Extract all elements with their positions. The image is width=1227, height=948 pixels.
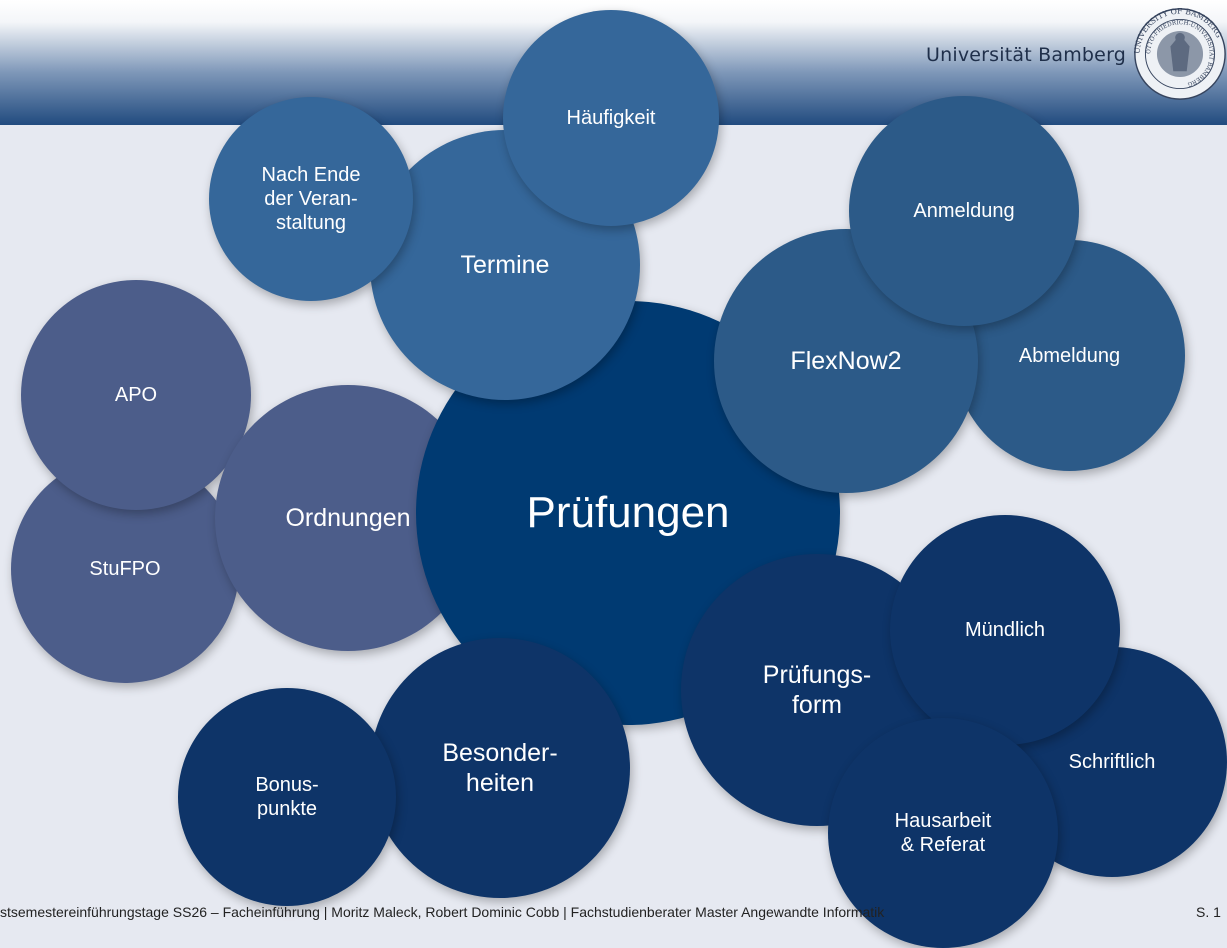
bubble-pruefungsform-label: Prüfungs- form <box>762 661 872 719</box>
bubble-apo-label: APO <box>114 384 158 406</box>
bubble-nach-ende-label: Nach Ende der Veran- staltung <box>261 164 361 234</box>
university-seal-icon: UNIVERSITY OF BAMBERG OTTO-FRIEDRICH-UNI… <box>1133 7 1226 100</box>
footer-text: Erstsemestereinführungstage SS26 – Fache… <box>0 904 885 920</box>
bubble-muendlich-label: Mündlich <box>964 619 1046 641</box>
bubble-schriftlich-label: Schriftlich <box>1068 751 1156 773</box>
bubble-besonderheiten: Besonder- heiten <box>370 638 630 898</box>
bubble-anmeldung: Anmeldung <box>849 96 1079 326</box>
bubble-bonuspunkte: Bonus- punkte <box>178 688 396 906</box>
bubble-hausarbeit-label: Hausarbeit & Referat <box>894 810 992 856</box>
bubble-nach-ende: Nach Ende der Veran- staltung <box>209 97 413 301</box>
page-number: S. 1 <box>1196 904 1221 920</box>
bubble-anmeldung-label: Anmeldung <box>913 200 1015 222</box>
bubble-besonderheiten-label: Besonder- heiten <box>442 739 558 797</box>
bubble-flexnow2-label: FlexNow2 <box>790 347 902 375</box>
bubble-hausarbeit: Hausarbeit & Referat <box>828 718 1058 948</box>
bubble-termine-label: Termine <box>460 251 550 279</box>
bubble-bonuspunkte-label: Bonus- punkte <box>255 774 319 820</box>
bubble-haeufigkeit-label: Häufigkeit <box>566 107 656 129</box>
university-name: Universität Bamberg <box>926 44 1127 66</box>
bubble-muendlich: Mündlich <box>890 515 1120 745</box>
bubble-pruefungen-label: Prüfungen <box>526 487 730 537</box>
bubble-apo: APO <box>21 280 251 510</box>
bubble-abmeldung-label: Abmeldung <box>1018 344 1121 367</box>
bubble-stufpo-label: StuFPO <box>89 558 161 580</box>
bubble-ordnungen-label: Ordnungen <box>285 504 411 532</box>
bubble-haeufigkeit: Häufigkeit <box>503 10 719 226</box>
